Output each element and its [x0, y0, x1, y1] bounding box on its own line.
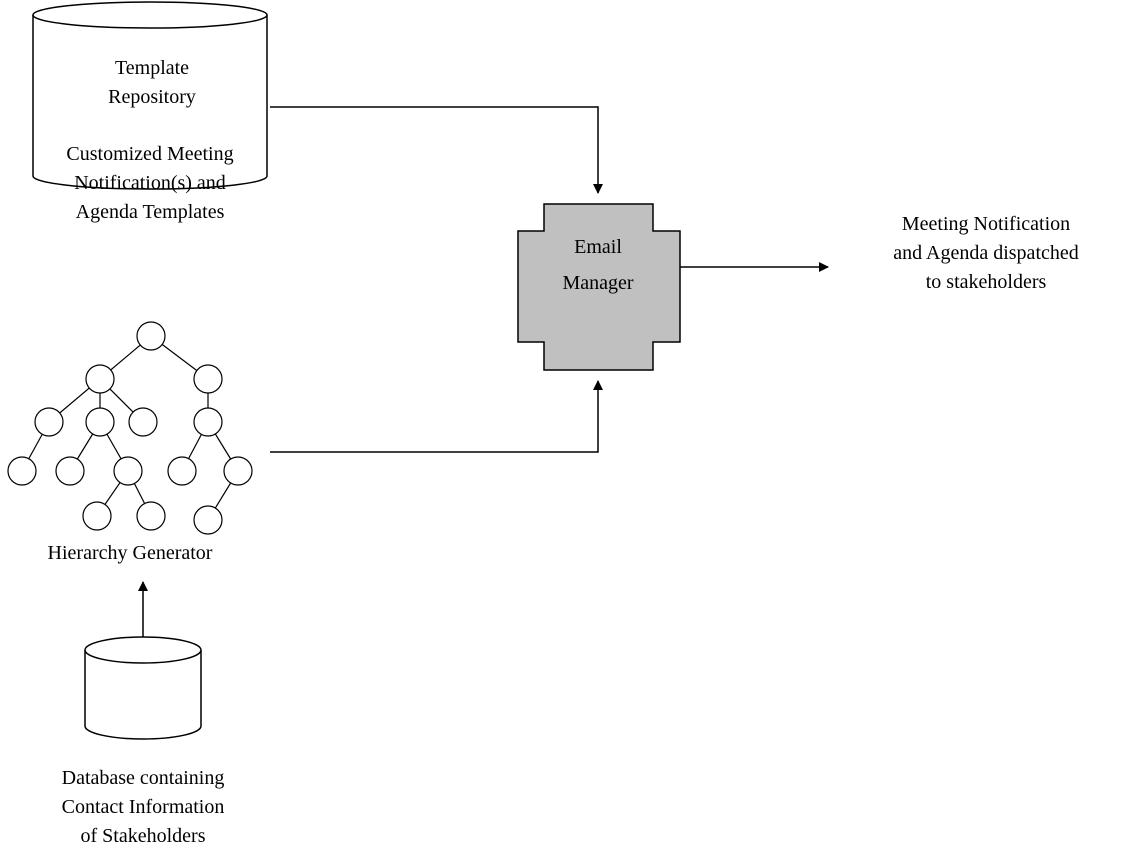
- output-label-line-2: and Agenda dispatched: [893, 242, 1079, 264]
- template-repository-caption-line-1: Customized Meeting: [66, 143, 233, 165]
- output-label-line-1: Meeting Notification: [902, 213, 1070, 235]
- template-repository-caption-line-3: Agenda Templates: [76, 201, 225, 223]
- template-repository-title-line-1: Template: [115, 57, 189, 79]
- connector-template-to-email: [270, 106, 603, 194]
- database-cylinder: [84, 636, 202, 740]
- output-label-line-3: to stakeholders: [926, 271, 1047, 293]
- template-repository-caption-line-2: Notification(s) and: [74, 172, 226, 194]
- hierarchy-tree-icon: [7, 321, 253, 535]
- hierarchy-generator-label: Hierarchy Generator: [48, 542, 213, 564]
- tree-nodes: [7, 321, 253, 535]
- template-repository-title-line-2: Repository: [108, 86, 196, 108]
- email-manager-label-line-2: Manager: [562, 272, 633, 294]
- database-caption-line-2: Contact Information: [62, 796, 225, 818]
- email-manager-label-line-1: Email: [574, 236, 622, 258]
- template-repository-cylinder: [32, 1, 268, 190]
- database-caption-line-1: Database containing: [62, 767, 225, 789]
- email-manager-shape: [517, 203, 681, 371]
- database-caption-line-3: of Stakeholders: [81, 825, 206, 847]
- connector-hierarchy-to-email: [270, 380, 603, 453]
